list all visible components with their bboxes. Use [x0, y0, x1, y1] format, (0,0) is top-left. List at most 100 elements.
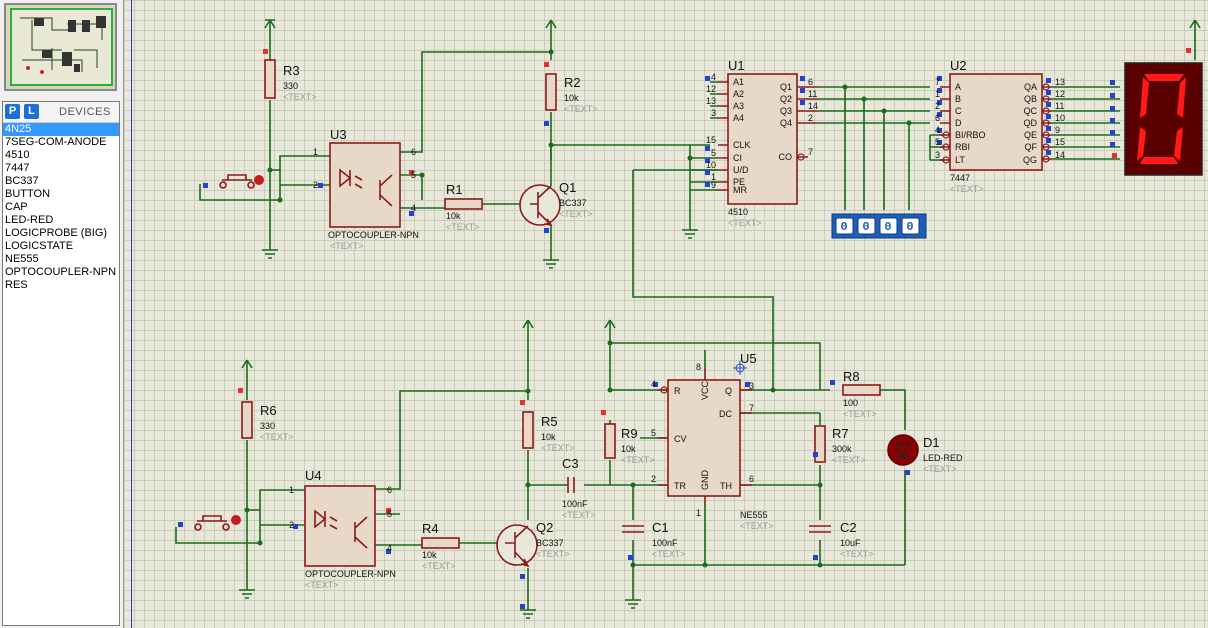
u1-pin-number: 6 — [808, 77, 813, 87]
sheet-border — [131, 0, 132, 628]
u1-pin-number: 4 — [711, 72, 716, 82]
device-item[interactable]: 4510 — [5, 149, 30, 161]
resistor-r6[interactable] — [241, 401, 253, 439]
resistor-r5[interactable] — [522, 411, 534, 449]
device-item[interactable]: LED-RED — [5, 214, 54, 226]
device-item[interactable]: LOGICSTATE — [5, 240, 74, 252]
u5-value: NE555 — [740, 510, 768, 520]
r2-text: <TEXT> — [564, 104, 598, 114]
power-terminals — [241, 19, 1201, 369]
seven-segment-display[interactable] — [1124, 62, 1203, 176]
button-1[interactable] — [219, 174, 255, 189]
r1-value: 10k — [446, 211, 461, 221]
u4-pin-2: 2 — [289, 520, 294, 530]
u5-pin-7: 7 — [749, 403, 754, 413]
optocoupler-u4[interactable] — [304, 485, 376, 567]
device-item[interactable]: LOGICPROBE (BIG) — [5, 227, 108, 239]
c1-text: <TEXT> — [652, 549, 686, 559]
device-item[interactable]: 4N25 — [3, 123, 119, 136]
device-item[interactable]: 7SEG-COM-ANODE — [5, 136, 107, 148]
button-2-indicator[interactable] — [231, 515, 241, 525]
device-item[interactable]: BC337 — [5, 175, 39, 187]
logic-state-2[interactable] — [879, 217, 898, 235]
r8-ref: R8 — [843, 369, 860, 384]
button-2[interactable] — [194, 515, 230, 531]
resistor-r4[interactable] — [421, 537, 460, 549]
pick-devices-button[interactable]: P — [5, 104, 20, 119]
c3-value: 100nF — [562, 499, 588, 509]
logic-state-1[interactable] — [857, 217, 876, 235]
u5-label-gnd: GND — [700, 470, 710, 491]
d1-text: <TEXT> — [923, 464, 957, 474]
q2-ref: Q2 — [536, 520, 553, 535]
u1-pin-number: 11 — [808, 89, 817, 99]
resistor-r7[interactable] — [814, 425, 826, 463]
c2-ref: C2 — [840, 520, 857, 535]
u2-pin-name: QF — [1025, 142, 1038, 152]
u2-pin-name: QE — [1024, 130, 1037, 140]
ic-u5[interactable] — [667, 379, 741, 497]
logic-state-2-value: 0 — [884, 220, 891, 234]
logic-state-3[interactable] — [901, 217, 920, 235]
capacitors — [567, 477, 831, 533]
u1-pin-name: Q1 — [780, 82, 792, 92]
d1-value: LED-RED — [923, 453, 963, 463]
u1-pin-name: CLK — [733, 140, 751, 150]
resistor-r2[interactable] — [545, 73, 557, 111]
overview-viewport[interactable] — [10, 8, 113, 86]
ic-u2[interactable] — [949, 73, 1043, 171]
device-item[interactable]: 7447 — [5, 162, 30, 174]
u1-text: <TEXT> — [728, 218, 762, 228]
resistor-r8[interactable] — [842, 384, 881, 396]
device-item[interactable]: CAP — [5, 201, 28, 213]
ic-u1[interactable] — [727, 73, 798, 205]
c1-ref: C1 — [652, 520, 669, 535]
u2-pin-name: A — [955, 82, 961, 92]
resistor-r1[interactable] — [444, 198, 483, 210]
u2-pin-number: 3 — [935, 150, 940, 160]
u1-pin-name: CI — [733, 153, 742, 163]
u4-ref: U4 — [305, 468, 322, 483]
device-item[interactable]: BUTTON — [5, 188, 51, 200]
u4-pin-5: 5 — [387, 509, 392, 519]
labels: R3 330 <TEXT> R2 10k <TEXT> R1 10k <TEXT… — [260, 58, 984, 590]
r2-value: 10k — [564, 93, 579, 103]
u5-pin-5: 5 — [651, 428, 656, 438]
transistor-q1[interactable] — [519, 184, 561, 227]
u5-pin-2: 2 — [651, 474, 656, 484]
u2-ref: U2 — [950, 58, 967, 73]
r7-value: 300k — [832, 444, 852, 454]
device-item[interactable]: OPTOCOUPLER-NPN — [5, 266, 117, 278]
button-1-indicator[interactable] — [254, 175, 264, 185]
resistor-r3[interactable] — [264, 59, 276, 99]
c3-text: <TEXT> — [562, 510, 596, 520]
c1-value: 100nF — [652, 538, 678, 548]
u3-ref: U3 — [330, 127, 347, 142]
r8-value: 100 — [843, 398, 858, 408]
resistor-r9[interactable] — [604, 423, 616, 459]
led-d1[interactable] — [887, 434, 919, 466]
u1-value: 4510 — [728, 207, 748, 217]
q1-text: <TEXT> — [559, 209, 593, 219]
u3-text: <TEXT> — [330, 241, 364, 251]
optocoupler-u3[interactable] — [329, 142, 401, 228]
u5-label-dc: DC — [719, 409, 732, 419]
u4-pin-1: 1 — [289, 485, 294, 495]
r7-ref: R7 — [832, 426, 849, 441]
overview-map[interactable] — [4, 3, 117, 91]
u2-pin-number: 12 — [1055, 89, 1065, 99]
logic-state-group: 0 0 0 0 — [831, 213, 927, 239]
logic-state-0[interactable] — [835, 217, 854, 235]
device-item[interactable]: RES — [5, 279, 28, 291]
device-item[interactable]: NE555 — [5, 253, 39, 265]
library-manager-button[interactable]: L — [24, 104, 39, 119]
u2-pin-number: 15 — [1055, 137, 1065, 147]
u2-pin-name: QG — [1023, 155, 1037, 165]
u1-pin-number: 14 — [808, 101, 818, 111]
transistor-q2[interactable] — [496, 524, 538, 568]
u2-pin-number: 1 — [935, 89, 940, 99]
